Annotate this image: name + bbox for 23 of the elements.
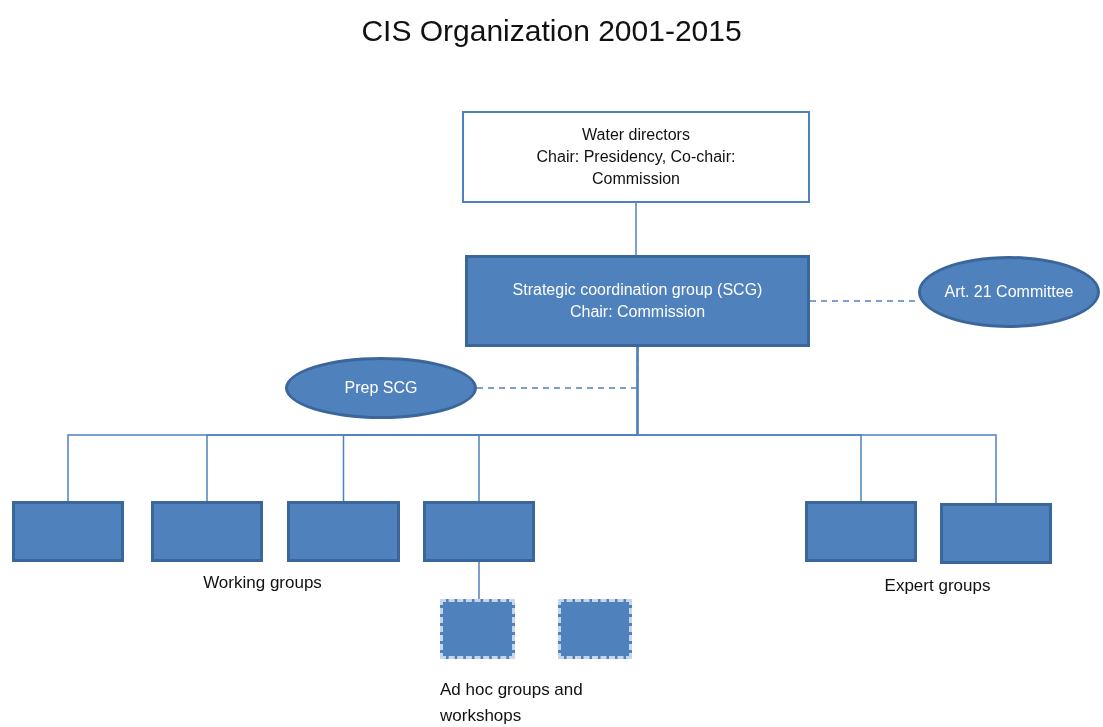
connector-line bbox=[478, 561, 480, 600]
connector-line bbox=[636, 346, 997, 504]
node-detail: Chair: Presidency, Co-chair: Commission bbox=[535, 147, 737, 189]
temporary-group-box bbox=[558, 599, 632, 659]
node-heading: Prep SCG bbox=[343, 378, 419, 398]
board-box bbox=[462, 111, 810, 203]
node-detail: Chair: Commission bbox=[568, 302, 707, 322]
group-box bbox=[151, 501, 263, 562]
group-box bbox=[940, 503, 1052, 564]
node-heading: Art. 21 Committee bbox=[943, 282, 1075, 302]
diagram-title: CIS Organization 2001-2015 bbox=[361, 14, 742, 48]
group-box bbox=[465, 255, 810, 347]
group-caption: Expert groups bbox=[883, 575, 992, 597]
group-box bbox=[12, 501, 124, 562]
node-heading: Water directors bbox=[581, 125, 691, 145]
node-heading: Strategic coordination group (SCG) bbox=[511, 280, 764, 300]
group-box bbox=[287, 501, 400, 562]
group-box bbox=[423, 501, 535, 562]
group-box bbox=[805, 501, 917, 562]
temporary-group-box bbox=[440, 599, 515, 659]
group-caption: Working groups bbox=[202, 572, 323, 594]
group-caption: Ad hoc groups and workshops bbox=[440, 679, 584, 727]
connector-line bbox=[635, 202, 637, 256]
